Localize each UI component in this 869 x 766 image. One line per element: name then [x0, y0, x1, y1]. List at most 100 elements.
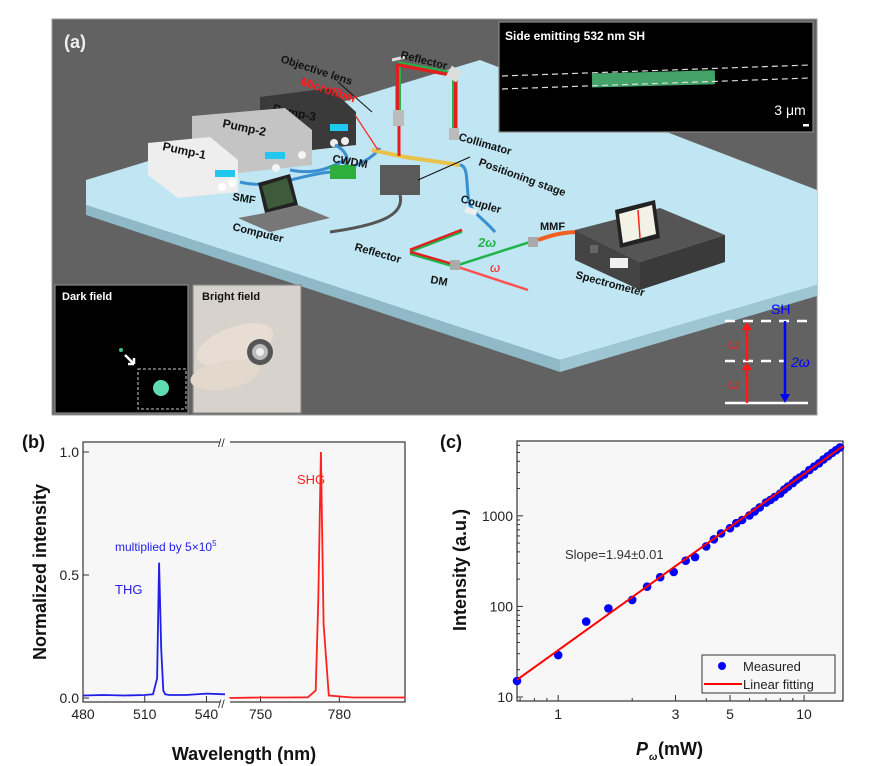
computer: [238, 174, 330, 232]
panel-a-setup-illustration: (a) Pump-3 Pump-2 Pump-1 SMF CW: [51, 18, 818, 416]
dark-field-inset: Dark field: [54, 284, 189, 414]
y-axis-title: Intensity (a.u.): [450, 509, 470, 631]
mmf-connector: [528, 237, 538, 247]
bright-field-label: Bright field: [202, 291, 260, 303]
shg-label: SHG: [297, 472, 325, 487]
plot-area: [82, 441, 406, 703]
objective-pointer: [337, 81, 373, 113]
beam-green: [409, 231, 463, 253]
x-tick-label: 10: [796, 706, 812, 722]
linear-fit-line: [516, 445, 844, 681]
zoom-box: [137, 368, 187, 410]
x-tick-label: 3: [672, 706, 680, 722]
axis-break-gap-top: [220, 438, 230, 446]
energy-level-diagram: SH ω ω 2ω: [725, 301, 810, 405]
slope-annotation: Slope=1.94±0.01: [565, 547, 664, 562]
x-tick-label: 750: [249, 706, 273, 722]
x-tick-label: 480: [71, 706, 95, 722]
y-tick-label: 1.0: [60, 444, 80, 460]
beam-green: [409, 253, 456, 268]
inset-title: Side emitting 532 nm SH: [505, 29, 645, 43]
fiber: [334, 143, 349, 166]
axis-break-bottom: //: [218, 697, 225, 711]
x-axis-title: Wavelength (nm): [172, 744, 316, 764]
arrow-icon: [124, 354, 136, 366]
omega-label: ω: [490, 260, 500, 275]
y-axis-title: Normalized intensity: [30, 484, 50, 660]
y-tick-label: 0.0: [60, 690, 80, 706]
data-point-measured: [681, 556, 690, 565]
microfiber: [371, 148, 461, 167]
coupler: [464, 206, 478, 216]
omega-label-upper: ω: [728, 336, 739, 352]
panel-c-power-dependence-chart: (c) 1 3 5 10 10 100 1000 Slope=1.94±0.01 Measu…: [440, 432, 845, 763]
series-thg: [82, 562, 226, 697]
panel-c-label: (c): [440, 432, 462, 452]
spectrometer: [575, 200, 725, 290]
beam-2omega: [454, 240, 531, 268]
sh-label: SH: [771, 301, 790, 317]
omega-label-lower: ω: [728, 376, 739, 392]
x-tick-label: 1: [554, 706, 562, 722]
axis-break-gap-bottom: [220, 698, 230, 706]
reflector-top-prism: [445, 65, 463, 83]
thg-label: THG: [115, 582, 142, 597]
fiber-edge-dashed: [501, 64, 811, 77]
panel-a-label: (a): [64, 32, 86, 52]
y-tick-label: 1000: [482, 508, 513, 524]
multiplier-annotation: multiplied by 5×105: [115, 539, 217, 554]
legend-marker-measured: [718, 662, 726, 670]
optical-table-side: [560, 285, 817, 372]
beam-red: [409, 250, 456, 267]
legend-label-fit: Linear fitting: [743, 677, 814, 692]
emission-spot: [153, 380, 169, 396]
side-emission-inset: Side emitting 532 nm SH 3 μm: [498, 21, 814, 133]
legend: Measured Linear fitting: [701, 654, 836, 694]
positioning-stage-pointer: [417, 156, 471, 181]
beam-red: [409, 228, 463, 252]
fiber-edge-dashed: [501, 77, 811, 90]
sh-emission-glow: [591, 70, 716, 88]
x-tick-label: 780: [328, 706, 352, 722]
x-tick-label: 5: [726, 706, 734, 722]
x-axis-title-subscript: ω: [649, 752, 658, 763]
y-tick-label: 100: [490, 598, 514, 614]
axis-break-top: //: [218, 436, 225, 450]
pump-2-display: [265, 152, 285, 159]
x-tick-label: 510: [133, 706, 157, 722]
legend-box: [701, 654, 836, 694]
smf-label: SMF: [231, 191, 256, 207]
fiber: [289, 158, 346, 174]
dark-field-label: Dark field: [62, 291, 112, 303]
pump-3-display: [330, 124, 348, 131]
beam-red: [397, 61, 456, 78]
data-point-measured: [581, 617, 591, 626]
series-shg: [228, 451, 405, 699]
bright-field-inset: Bright field: [190, 284, 302, 414]
two-omega-label: 2ω: [477, 235, 496, 250]
dm-label: DM: [429, 274, 448, 289]
pump-1: [148, 137, 238, 198]
stage-cable: [329, 194, 403, 234]
beam-omega: [454, 264, 529, 292]
pump-1-display: [215, 170, 235, 177]
legend-label-measured: Measured: [743, 659, 801, 674]
dichroic-mirror: [450, 260, 460, 270]
positioning-stage: [380, 165, 420, 195]
glove-finger: [190, 359, 260, 391]
fiber: [459, 163, 497, 233]
optical-table-edge: [86, 205, 560, 372]
x-axis-title-unit: (mW): [658, 739, 703, 759]
scale-bar-label: 3 μm: [774, 102, 805, 118]
y-tick-label: 10: [497, 689, 513, 705]
scale-bar: [803, 124, 809, 127]
beam-green: [397, 61, 456, 74]
y-tick-label: 0.5: [60, 567, 80, 583]
microfiber-pointer: [354, 114, 379, 151]
reflector-top-mirror: [391, 55, 406, 62]
panel-b-label: (b): [22, 432, 45, 452]
data-point-measured: [604, 604, 613, 613]
objective-lens: [393, 110, 404, 126]
